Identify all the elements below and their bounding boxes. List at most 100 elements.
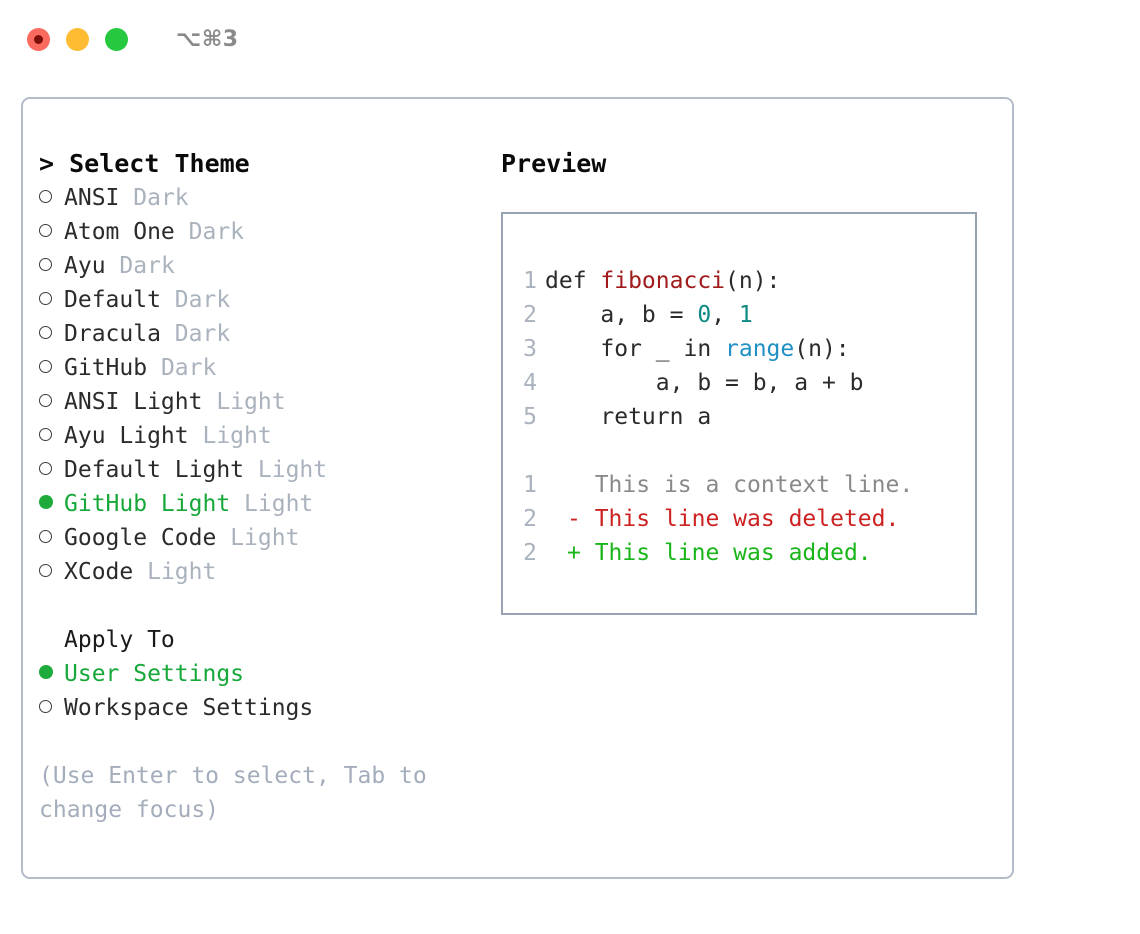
theme-option-label: Ayu Light [64,423,189,449]
radio-dot [39,495,53,509]
window-controls [27,27,128,51]
code-token-plain: def [545,268,601,294]
theme-option-label: GitHub Light [64,491,231,517]
minimize-button-icon[interactable] [66,27,89,51]
theme-option-default[interactable]: Default Dark [39,283,479,317]
theme-option-dracula[interactable]: Dracula Dark [39,317,479,351]
radio-unselected-icon[interactable] [39,292,64,305]
theme-option-kind: Dark [119,253,175,279]
theme-option-kind: Dark [174,321,231,347]
theme-option-kind: Light [147,559,217,585]
theme-option-label: ANSI [64,185,120,211]
theme-option-kind: Light [257,457,328,483]
code-token-fn: fibonacci [600,268,726,294]
radio-dot [39,292,52,305]
theme-option-kind: Light [202,423,272,449]
radio-dot [39,700,52,713]
radio-dot [39,326,52,339]
code-line-number: 5 [523,404,537,430]
diff-line-number: 1 [523,472,537,498]
radio-unselected-icon[interactable] [39,258,64,271]
title-bar: ⌥⌘3 [0,0,1140,78]
code-line-content: return a [545,400,711,434]
diff-line-number: 2 [523,540,537,566]
theme-option-ayu-light[interactable]: Ayu Light Light [39,419,479,453]
radio-selected-icon[interactable] [39,495,64,509]
theme-option-github-light[interactable]: GitHub Light Light [39,487,479,521]
theme-option-ansi-light[interactable]: ANSI Light Light [39,385,479,419]
theme-option-label: Google Code [64,525,217,551]
theme-option-ansi[interactable]: ANSI Dark [39,181,479,215]
theme-option-default-light[interactable]: Default Light Light [39,453,479,487]
theme-option-github[interactable]: GitHub Dark [39,351,479,385]
apply-to-option-workspace-settings[interactable]: Workspace Settings [39,691,479,725]
code-line: 1 def fibonacci(n): [503,264,975,298]
code-line: 2 a, b = 0, 1 [503,298,975,332]
code-token-plain: a, b = b, a + b [545,370,864,396]
code-line-content: def fibonacci(n): [545,264,780,298]
code-line: 5 return a [503,400,975,434]
theme-option-label: Ayu [64,253,106,279]
code-line-number: 3 [523,336,537,362]
code-token-built: range [725,336,795,362]
code-blank-line [503,434,975,468]
theme-option-spacer [230,487,244,521]
theme-option-atom-one[interactable]: Atom One Dark [39,215,479,249]
theme-option-kind: Light [216,389,286,415]
diff-preview-block: 1 This is a context line.2- This line wa… [503,468,975,570]
radio-unselected-icon[interactable] [39,530,64,543]
code-line-content: for _ in range(n): [545,332,850,366]
code-line-number: 4 [523,370,537,396]
diff-text: This line was added. [580,540,872,566]
theme-option-kind: Dark [174,287,231,313]
radio-selected-icon[interactable] [39,665,64,679]
diff-marker: + [567,540,581,566]
theme-option-xcode[interactable]: XCode Light [39,555,479,589]
close-button-icon[interactable] [27,27,50,51]
radio-unselected-icon[interactable] [39,428,64,441]
theme-option-spacer [106,249,120,283]
keyboard-hint-text: (Use Enter to select, Tab to change focu… [39,763,427,823]
select-theme-header: > Select Theme [39,149,250,178]
radio-unselected-icon[interactable] [39,190,64,203]
radio-unselected-icon[interactable] [39,394,64,407]
apply-to-option-label: User Settings [64,661,245,687]
radio-unselected-icon[interactable] [39,224,64,237]
theme-option-spacer [202,385,216,419]
theme-option-kind: Dark [133,185,189,211]
apply-to-option-user-settings[interactable]: User Settings [39,657,479,691]
theme-option-spacer [119,181,133,215]
code-token-plain: a, b = [545,302,698,328]
theme-option-kind: Light [244,491,314,517]
radio-dot [39,462,52,475]
radio-unselected-icon[interactable] [39,326,64,339]
theme-option-spacer [175,215,189,249]
radio-dot [39,665,53,679]
theme-option-kind: Light [230,525,300,551]
radio-dot [39,394,52,407]
radio-dot [39,224,52,237]
theme-option-ayu[interactable]: Ayu Dark [39,249,479,283]
radio-unselected-icon[interactable] [39,462,64,475]
theme-option-google-code[interactable]: Google Code Light [39,521,479,555]
radio-dot [39,258,52,271]
code-token-num: 1 [738,302,753,328]
maximize-button-icon[interactable] [105,27,128,51]
code-line-number: 1 [523,268,537,294]
radio-dot [39,564,52,577]
radio-unselected-icon[interactable] [39,564,64,577]
theme-option-spacer [216,521,230,555]
theme-option-kind: Dark [188,219,245,245]
radio-unselected-icon[interactable] [39,700,64,713]
code-token-plain: (n): [794,336,850,362]
theme-option-label: GitHub [64,355,148,381]
radio-unselected-icon[interactable] [39,360,64,373]
radio-dot [39,530,52,543]
section-spacer [39,589,479,623]
